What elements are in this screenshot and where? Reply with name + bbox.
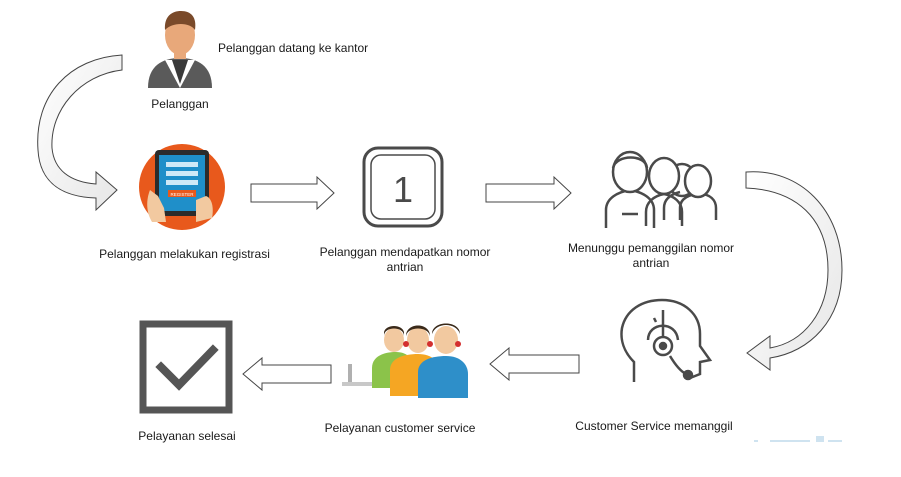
queue-number-digit: 1: [393, 169, 413, 210]
tablet-button-text: REGISTER: [170, 192, 194, 197]
waiting-label: Menunggu pemanggilan nomor antrian: [556, 241, 746, 271]
registration-label: Pelanggan melakukan registrasi: [99, 247, 270, 261]
waiting-label-line1: Menunggu pemanggilan nomor: [567, 241, 735, 255]
person-avatar-icon: [148, 11, 212, 88]
waiting-people-icon: [604, 150, 718, 228]
curved-arrow-left: [37, 54, 123, 212]
call-center-agents-icon: [342, 323, 468, 398]
arrow-number-to-waiting: [485, 175, 572, 211]
service-label: Pelayanan customer service: [324, 421, 476, 435]
tablet-register-icon: REGISTER: [139, 144, 225, 230]
done-label: Pelayanan selesai: [138, 429, 236, 443]
waiting-label-line2: antrian: [632, 256, 670, 270]
customer-name-label: Pelanggan: [151, 97, 209, 111]
arrow-calling-to-service: [489, 346, 580, 382]
queue-number-label-line1: Pelanggan mendapatkan nomor: [319, 245, 491, 259]
queue-number-label: Pelanggan mendapatkan nomor antrian: [310, 245, 500, 275]
arrow-registration-to-number: [250, 175, 335, 211]
arrow-service-to-done: [242, 356, 332, 392]
queue-number-label-line2: antrian: [386, 260, 424, 274]
headset-agent-icon: [620, 298, 713, 382]
queue-number-icon: 1: [362, 146, 444, 228]
checkmark-box-icon: [139, 320, 233, 414]
watermark-marks: [754, 436, 842, 442]
curved-arrow-right: [745, 171, 843, 371]
calling-label: Customer Service memanggil: [575, 419, 733, 433]
customer-note: Pelanggan datang ke kantor: [218, 41, 369, 55]
